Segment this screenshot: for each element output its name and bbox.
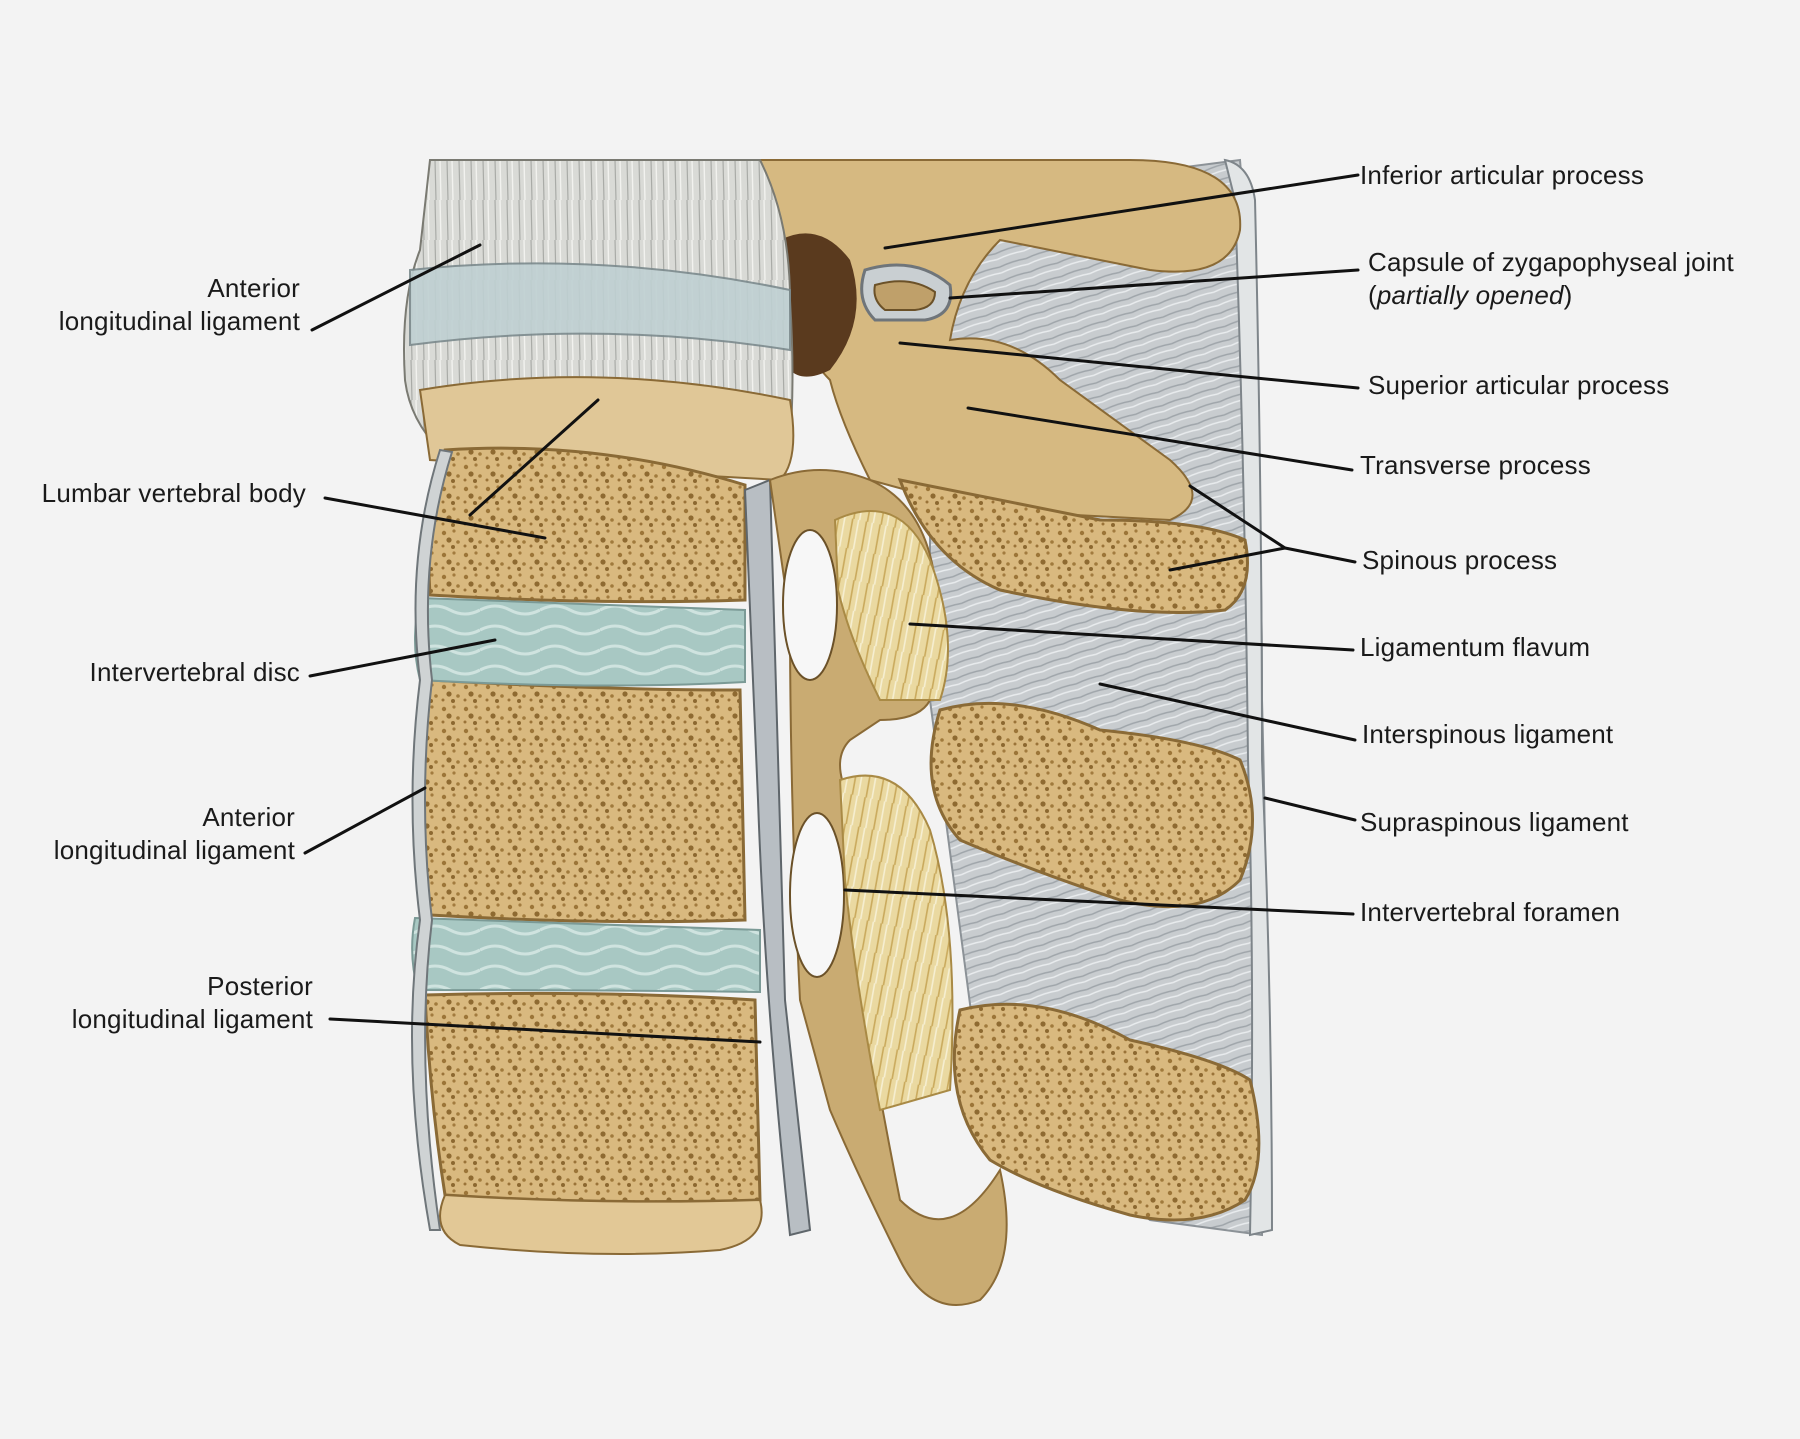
label-spinous-process: Spinous process — [1362, 544, 1557, 577]
label-note: (partially opened) — [1368, 279, 1734, 312]
inferior-articular-dark — [780, 233, 857, 377]
label-text: Ligamentum flavum — [1360, 632, 1591, 662]
upper-disc-band — [409, 262, 791, 352]
label-superior-articular-process: Superior articular process — [1368, 369, 1669, 402]
leader-capsule — [948, 268, 1360, 300]
intervertebral-disc-2 — [411, 916, 761, 994]
label-intervertebral-disc: Intervertebral disc — [90, 656, 300, 689]
leader-lumbar-body-b — [468, 398, 600, 517]
note-italic: partially opened — [1376, 280, 1564, 310]
label-line-1: Anterior — [202, 802, 295, 832]
spinous-process-1 — [897, 477, 1249, 614]
label-interspinous-ligament: Interspinous ligament — [1362, 718, 1613, 751]
label-line-1: Anterior — [207, 273, 300, 303]
leader-intervertebral-foramen — [843, 888, 1355, 916]
label-lumbar-vertebral-body: Lumbar vertebral body — [42, 477, 306, 510]
leader-spinous-b — [1188, 484, 1287, 550]
label-line-2: longitudinal ligament — [71, 1004, 313, 1034]
vertebral-body-section-2 — [421, 678, 747, 924]
label-text: Interspinous ligament — [1362, 719, 1614, 749]
ligamentum-flavum-upper — [833, 510, 949, 701]
leader-spinous-a — [1283, 546, 1357, 564]
label-anterior-longitudinal-ligament-upper: Anterior longitudinal ligament — [59, 272, 300, 338]
label-supraspinous-ligament: Supraspinous ligament — [1360, 806, 1629, 839]
label-line-2: longitudinal ligament — [58, 306, 300, 336]
leader-transverse — [966, 406, 1354, 472]
leader-interspinous — [1098, 682, 1357, 742]
label-text: Inferior articular process — [1360, 160, 1645, 190]
label-inferior-articular-process: Inferior articular process — [1360, 159, 1644, 192]
label-text: Superior articular process — [1368, 370, 1670, 400]
label-text: Transverse process — [1360, 450, 1591, 480]
anterior-longitudinal-ligament-edge — [411, 448, 454, 1231]
vertebral-body-section-3 — [423, 991, 762, 1204]
label-posterior-longitudinal-ligament: Posterior longitudinal ligament — [72, 970, 313, 1036]
label-text: Intervertebral disc — [89, 657, 300, 687]
intervertebral-foramen-lower — [789, 812, 845, 978]
spinous-process-2 — [929, 701, 1254, 909]
label-intervertebral-foramen: Intervertebral foramen — [1360, 896, 1620, 929]
label-line-2: longitudinal ligament — [53, 835, 295, 865]
label-text: Capsule of zygapophyseal joint — [1368, 247, 1734, 277]
label-line-1: Posterior — [207, 971, 313, 1001]
label-text: Spinous process — [1362, 545, 1558, 575]
leader-superior-articular — [898, 341, 1360, 390]
leader-spinous-c — [1168, 546, 1287, 572]
label-ligamentum-flavum: Ligamentum flavum — [1360, 631, 1590, 664]
label-text: Intervertebral foramen — [1360, 897, 1621, 927]
supraspinous-ligament-strip — [1223, 158, 1274, 1237]
vertebral-body-bottom — [439, 1193, 763, 1255]
label-text: Supraspinous ligament — [1360, 807, 1629, 837]
posterior-longitudinal-ligament — [743, 478, 812, 1237]
spinous-process-3 — [952, 1002, 1261, 1222]
note-open: ( — [1368, 280, 1377, 310]
leader-supraspinous — [1263, 796, 1357, 822]
leader-lines — [303, 173, 1360, 1044]
label-text: Lumbar vertebral body — [41, 478, 306, 508]
note-close: ) — [1563, 280, 1573, 310]
leader-anterior-ligament-lower — [303, 786, 427, 855]
intervertebral-foramen-upper — [782, 529, 838, 681]
leader-lumbar-body-a — [323, 496, 547, 540]
leader-anterior-ligament-upper — [310, 243, 482, 332]
leader-inferior-articular — [883, 173, 1360, 250]
leader-posterior-ligament — [328, 1017, 762, 1044]
ligamentum-flavum-lower — [838, 774, 954, 1112]
label-capsule-of-zygapophyseal-joint: Capsule of zygapophyseal joint (partiall… — [1368, 246, 1734, 312]
label-anterior-longitudinal-ligament-lower: Anterior longitudinal ligament — [54, 801, 295, 867]
intervertebral-disc-1 — [414, 596, 746, 687]
label-transverse-process: Transverse process — [1360, 449, 1591, 482]
leader-intervertebral-disc — [308, 638, 497, 678]
leader-ligamentum-flavum — [908, 622, 1355, 652]
